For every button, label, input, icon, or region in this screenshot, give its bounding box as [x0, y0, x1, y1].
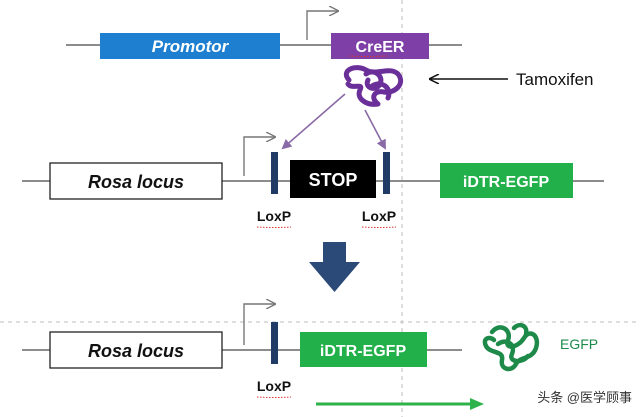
loxp-label-right: LoxP	[362, 208, 396, 224]
cre-protein-icon	[343, 65, 404, 107]
egfp-protein-icon	[482, 322, 540, 372]
spellcheck-underline-creer	[348, 55, 388, 57]
loxp-label-left: LoxP	[257, 208, 291, 224]
watermark-text: 头条 @医学顾事	[537, 390, 632, 405]
egfp-protein-label: EGFP	[560, 336, 598, 352]
creer-box	[331, 33, 429, 59]
rosa-stop-construct: Rosa locus STOP iDTR-EGFP LoxP LoxP	[22, 137, 604, 228]
spellcheck-underline-loxp-left	[256, 226, 292, 228]
cre-to-loxp-left-arrow	[281, 93, 346, 150]
transcription-start-arrow-row3	[243, 304, 275, 345]
loxp-label-row3: LoxP	[257, 378, 291, 394]
rosa-locus-box-row2	[49, 162, 223, 200]
loxp-site-right	[383, 152, 390, 194]
stop-label: STOP	[309, 170, 358, 190]
transcription-start-arrow-row1	[306, 11, 338, 40]
promoter-label: Promotor	[152, 37, 230, 56]
rosa-locus-label-row3: Rosa locus	[88, 341, 184, 361]
recombination-down-arrow	[309, 242, 360, 292]
rosa-locus-box-row3	[49, 331, 223, 369]
spellcheck-underline-loxp-right	[361, 226, 397, 228]
loxp-site-remaining	[271, 322, 278, 364]
creer-label: CreER	[356, 39, 405, 56]
expression-arrow-head	[470, 398, 484, 410]
idtr-egfp-box-row2	[440, 163, 573, 198]
transcription-start-arrow-row2	[243, 137, 275, 176]
spellcheck-underline-loxp-row3	[256, 396, 292, 398]
cre-to-loxp-right-arrow	[364, 109, 386, 150]
stop-cassette-box	[290, 160, 376, 198]
idtr-egfp-label-row2: iDTR-EGFP	[463, 174, 550, 191]
idtr-egfp-label-row3: iDTR-EGFP	[320, 343, 407, 360]
promoter-box	[100, 33, 280, 59]
promoter-construct: Promotor CreER	[66, 11, 462, 59]
loxp-site-left	[271, 152, 278, 194]
rosa-locus-label-row2: Rosa locus	[88, 172, 184, 192]
idtr-egfp-box-row3	[300, 332, 427, 367]
rosa-recombined-construct: Rosa locus iDTR-EGFP LoxP	[22, 304, 462, 398]
tamoxifen-label: Tamoxifen	[516, 70, 593, 89]
